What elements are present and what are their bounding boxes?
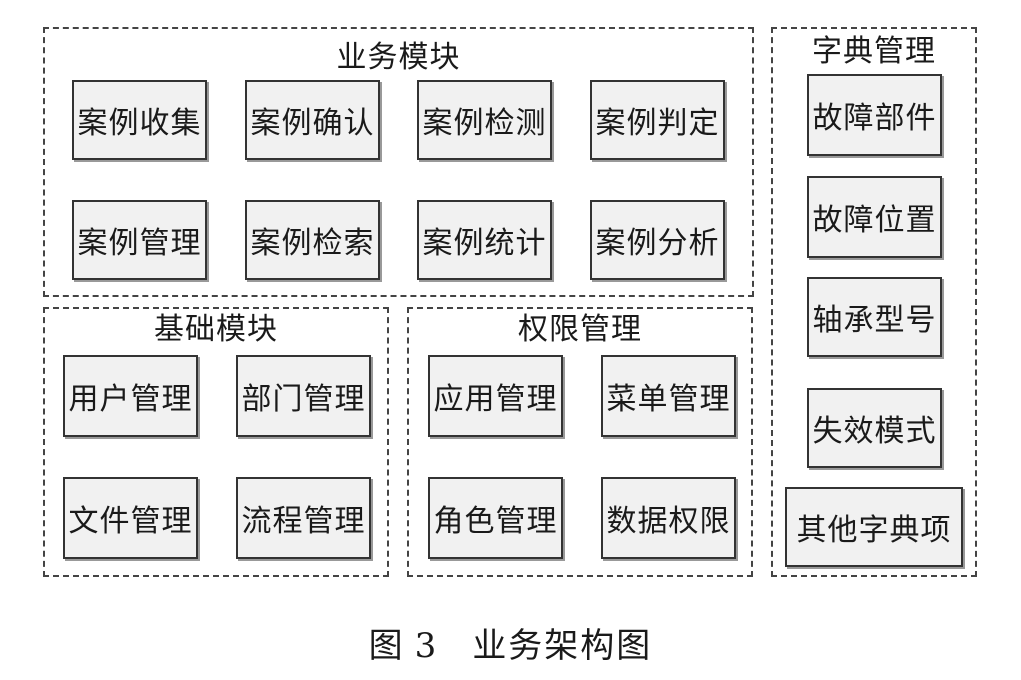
permission-item-role-management: 角色管理 [428, 477, 563, 559]
dictionary-management-group: 字典管理 [771, 27, 977, 577]
business-item-case-collection: 案例收集 [72, 80, 207, 160]
basic-item-file-management: 文件管理 [63, 477, 198, 559]
dictionary-management-title: 字典管理 [812, 34, 936, 69]
permission-management-title: 权限管理 [518, 312, 642, 347]
figure-caption-number: 3 [414, 626, 439, 666]
business-item-case-management: 案例管理 [72, 200, 207, 280]
business-module-title: 业务模块 [336, 40, 461, 75]
dictionary-item-fault-location: 故障位置 [807, 176, 942, 258]
figure-caption-title: 业务架构图 [472, 626, 653, 666]
business-item-case-statistics: 案例统计 [417, 200, 552, 280]
permission-item-application-management: 应用管理 [428, 355, 563, 437]
basic-module-title: 基础模块 [154, 312, 278, 347]
dictionary-item-other-dictionary: 其他字典项 [785, 487, 963, 567]
business-item-case-confirmation: 案例确认 [245, 80, 380, 160]
dictionary-item-bearing-model: 轴承型号 [807, 277, 942, 357]
dictionary-item-fault-part: 故障部件 [807, 74, 942, 156]
basic-module-group: 基础模块 [43, 307, 389, 577]
permission-management-group: 权限管理 [407, 307, 753, 577]
basic-item-process-management: 流程管理 [236, 477, 371, 559]
business-module-group: 业务模块 [43, 27, 754, 297]
basic-item-user-management: 用户管理 [63, 355, 198, 437]
business-item-case-retrieval: 案例检索 [245, 200, 380, 280]
business-item-case-detection: 案例检测 [417, 80, 552, 160]
basic-item-department-management: 部门管理 [236, 355, 371, 437]
figure-caption-label: 图 [368, 626, 405, 666]
business-item-case-judgment: 案例判定 [590, 80, 725, 160]
dictionary-item-failure-mode: 失效模式 [807, 388, 942, 468]
permission-item-menu-management: 菜单管理 [601, 355, 736, 437]
permission-item-data-permission: 数据权限 [601, 477, 736, 559]
business-item-case-analysis: 案例分析 [590, 200, 725, 280]
